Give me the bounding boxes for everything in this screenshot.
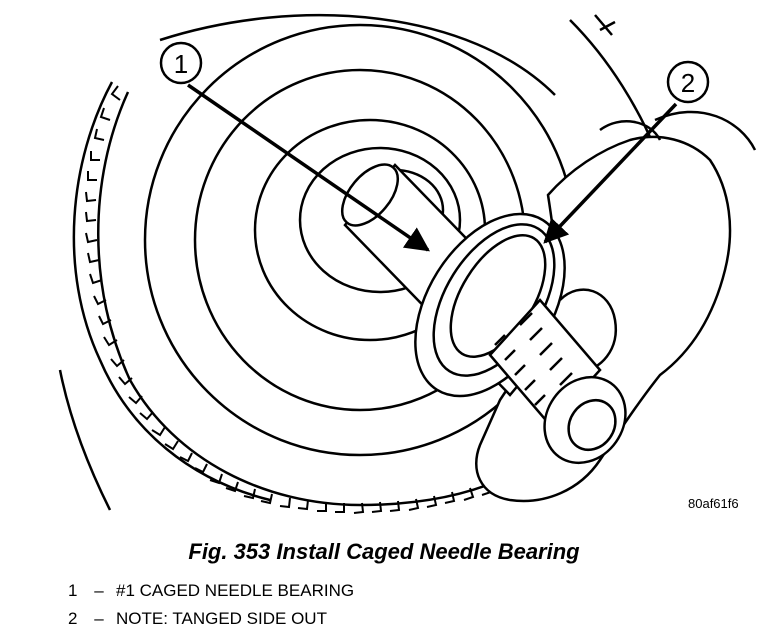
callout-2: 2 — [543, 60, 710, 244]
callout-1: 1 — [159, 41, 431, 252]
legend-label: NOTE: TANGED SIDE OUT — [116, 609, 327, 628]
legend-number: 1 — [68, 581, 78, 600]
legend-number: 2 — [68, 609, 78, 628]
splined-shaft-end — [488, 298, 627, 465]
legend-dash: – — [94, 609, 104, 628]
callout-1-number: 1 — [174, 49, 188, 79]
transmission-housing — [58, 13, 662, 511]
figure-caption: Fig. 353 Install Caged Needle Bearing — [188, 539, 580, 564]
figure-code: 80af61f6 — [688, 496, 739, 511]
callout-2-leader — [543, 102, 678, 244]
callout-1-leader — [187, 83, 431, 252]
legend-dash: – — [94, 581, 104, 600]
callout-2-number: 2 — [681, 68, 695, 98]
legend-item-1: 1–#1 CAGED NEEDLE BEARING — [68, 577, 354, 605]
legend-label: #1 CAGED NEEDLE BEARING — [116, 581, 355, 600]
callout-legend: 1–#1 CAGED NEEDLE BEARING 2–NOTE: TANGED… — [68, 577, 354, 633]
tone-wheel — [85, 85, 501, 514]
legend-item-2: 2–NOTE: TANGED SIDE OUT — [68, 605, 354, 633]
bearing-installation-illustration: 1 2 — [58, 13, 757, 514]
